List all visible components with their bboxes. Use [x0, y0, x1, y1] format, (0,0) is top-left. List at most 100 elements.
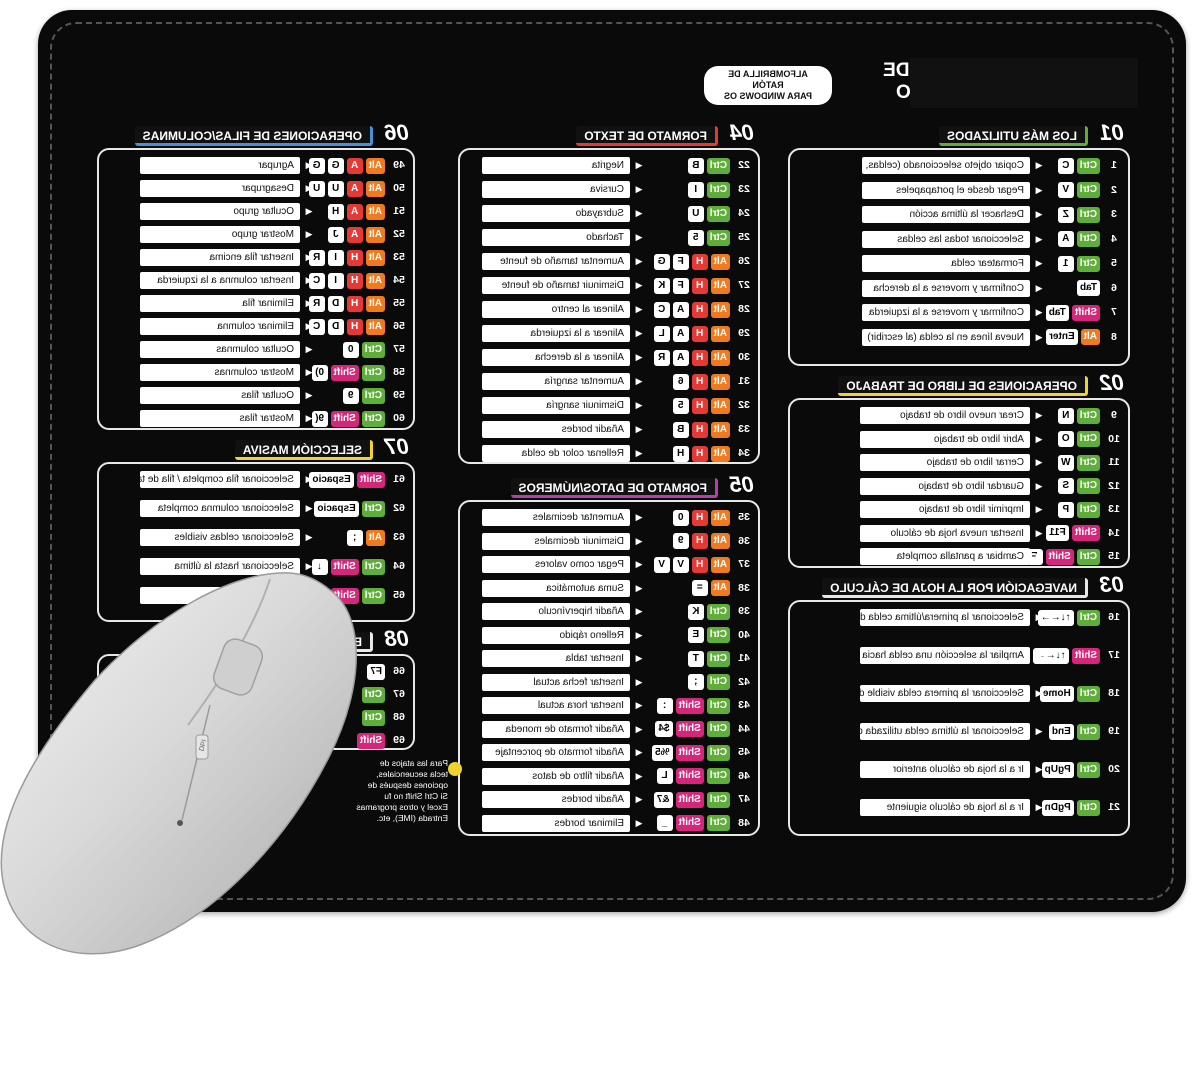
triangle-icon: ◀	[1035, 410, 1043, 420]
key-cap: Alt	[365, 180, 385, 197]
shortcut-keys: Alt=	[691, 579, 730, 598]
shortcut-number: 10	[1108, 432, 1120, 445]
section-header: OPERACIONES DE LIBRO DE TRABAJO	[838, 376, 1088, 396]
triangle-icon: ◀	[635, 512, 643, 522]
key-cap: :	[656, 697, 673, 714]
shortcut-number: 22	[738, 159, 750, 171]
key-cap: Alt	[710, 421, 730, 438]
key-cap: A	[1057, 231, 1074, 247]
key-cap: V	[672, 556, 689, 573]
shortcut-label: Seleccionar la primera/última celda de u…	[860, 609, 1030, 626]
shortcut-label: Seleccionar la última celda utilizada de…	[860, 723, 1030, 740]
shortcut-label: Copiar objeto seleccionado (celdas, rang…	[862, 157, 1030, 174]
shortcut-number: 29	[738, 327, 750, 339]
shortcut-label: Insertar fecha actual	[482, 673, 630, 691]
bulb-icon	[448, 762, 462, 776]
subtitle-pill-line2: PARA WINDOWS OS	[724, 91, 812, 101]
key-cap: Alt	[710, 445, 730, 462]
key-cap: Espacio	[309, 471, 354, 488]
key-cap: Ctrl	[706, 157, 730, 174]
key-cap: Ctrl	[1076, 799, 1100, 816]
shortcut-number: 45	[738, 746, 750, 758]
shortcut-number: 31	[738, 375, 750, 387]
triangle-icon: ◀	[1035, 457, 1043, 467]
key-cap: U	[327, 180, 344, 197]
shortcut-number: 39	[738, 605, 750, 617]
shortcut-number: 12	[1108, 479, 1120, 492]
key-cap: H	[346, 295, 363, 312]
shortcut-label: Alinear al centro	[482, 301, 630, 318]
triangle-icon: ◀	[1035, 331, 1043, 342]
key-cap: Ctrl	[1076, 182, 1100, 198]
key-cap: Enter	[1046, 329, 1078, 345]
key-cap: Ctrl	[706, 791, 730, 808]
triangle-icon: ◀	[1035, 551, 1043, 561]
key-cap: End	[1048, 723, 1074, 740]
section-number: 01	[1099, 120, 1124, 145]
key-cap: Alt	[710, 580, 730, 596]
triangle-icon: ◀	[635, 723, 643, 734]
triangle-icon: ◀	[635, 424, 643, 434]
key-cap: I	[327, 249, 344, 266]
triangle-icon: ◀	[635, 232, 643, 242]
triangle-icon: ◀	[1035, 209, 1043, 219]
key-cap: Ctrl	[1076, 723, 1100, 740]
section-number: 07	[384, 434, 409, 459]
key-cap: Ctrl	[706, 674, 730, 690]
key-cap: H	[346, 249, 363, 266]
key-cap: P	[1057, 501, 1074, 518]
key-cap: I	[327, 272, 344, 289]
key-cap: Ctrl	[706, 229, 730, 246]
triangle-icon: ◀	[305, 413, 313, 423]
shortcut-number: 27	[738, 279, 750, 291]
triangle-icon: ◀	[305, 183, 313, 193]
shortcut-number: 68	[393, 711, 405, 723]
key-cap: A	[346, 180, 363, 197]
shortcut-number: 66	[393, 665, 405, 677]
shortcut-label: Seleccionar celdas visibles	[140, 529, 300, 546]
section-number: 06	[384, 120, 409, 145]
key-cap: H	[691, 509, 708, 526]
key-cap: &7	[653, 791, 673, 808]
key-cap: H	[691, 373, 708, 390]
shortcut-label: Insertar columna a la izquierda	[140, 272, 300, 289]
key-cap: ;	[346, 529, 363, 546]
key-cap: I	[687, 181, 704, 198]
key-cap: H	[691, 533, 708, 549]
shortcut-number: 49	[393, 159, 405, 171]
key-cap: A	[672, 349, 689, 366]
shortcut-number: 3	[1111, 208, 1117, 220]
section-header: FORMATO DE TEXTO	[576, 126, 718, 146]
key-cap: Tab	[1045, 304, 1069, 321]
shortcut-label: Subrayado	[482, 205, 630, 222]
shortcut-label: Alinear a la derecha	[482, 349, 630, 366]
key-cap: 5	[687, 229, 704, 246]
